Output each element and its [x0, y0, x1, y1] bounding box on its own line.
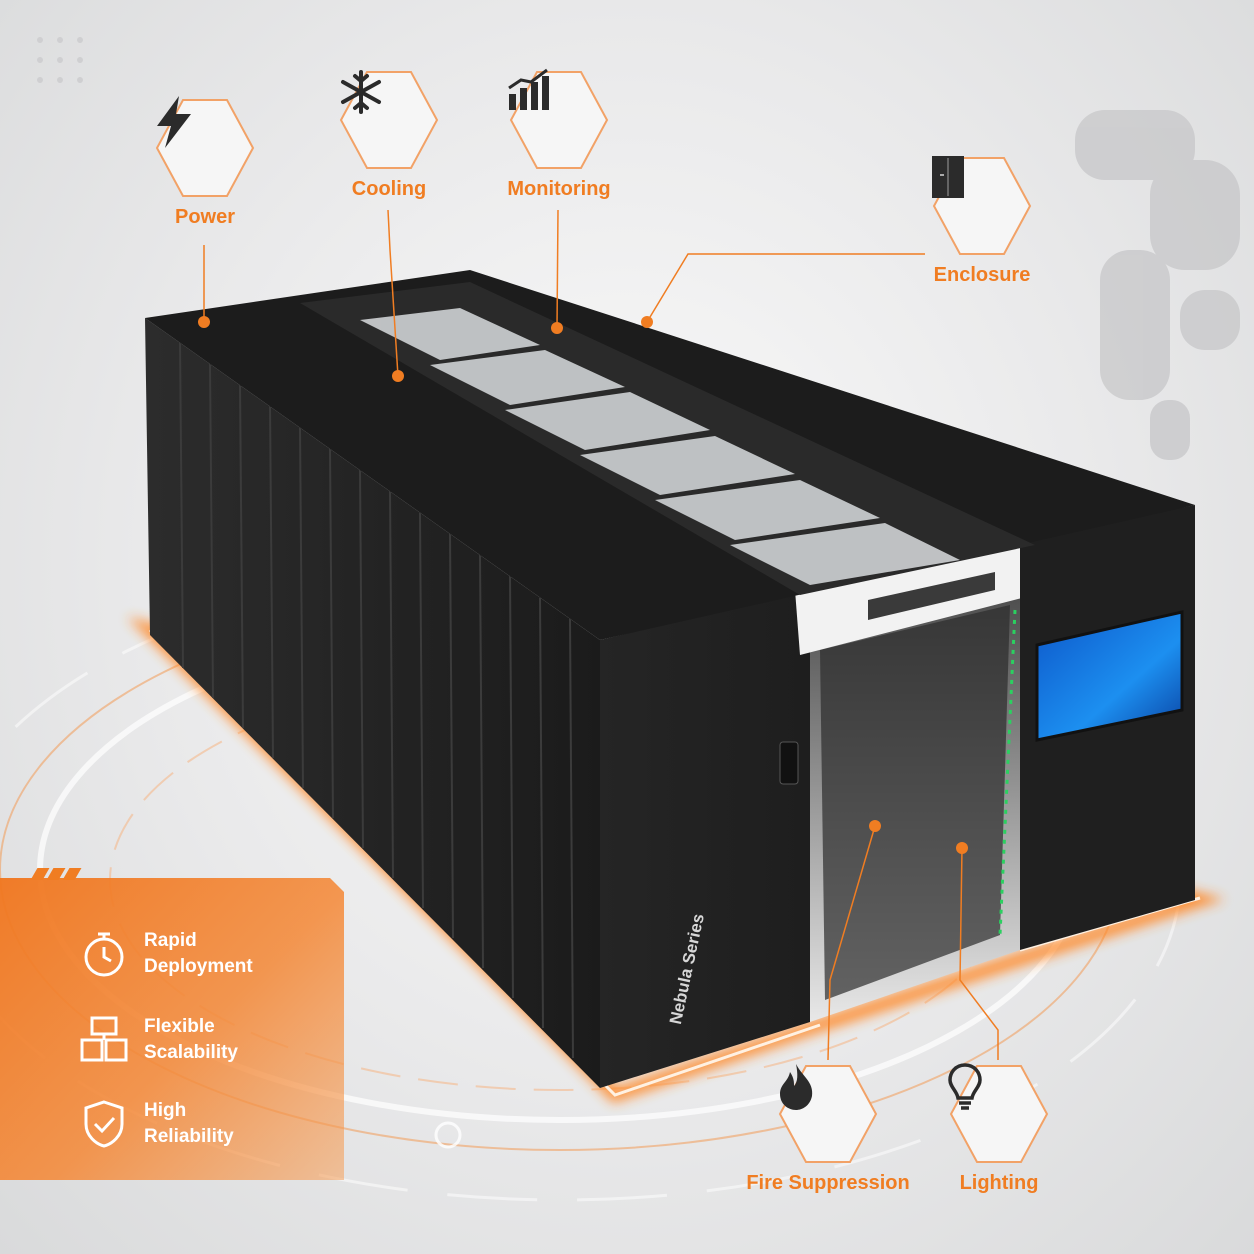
cabinet-front-right — [1020, 505, 1195, 950]
shield-check-icon — [78, 1098, 130, 1150]
cabinet-front-left — [600, 590, 810, 1088]
callout-lines — [203, 209, 999, 1061]
cabinet-icon — [930, 154, 1034, 258]
feature-lighting: Lighting — [944, 1062, 1054, 1195]
display-screen — [1035, 610, 1184, 742]
flame-icon — [776, 1062, 880, 1166]
feature-label: Power — [174, 206, 236, 228]
feature-enclosure: Enclosure — [922, 154, 1042, 287]
feature-monitoring: Monitoring — [504, 68, 614, 201]
benefit-line2: Reliability — [144, 1126, 234, 1147]
lightbulb-icon — [947, 1062, 1051, 1166]
hex-badge — [507, 68, 611, 172]
glass-panels — [360, 308, 960, 585]
access-control-panel — [779, 741, 799, 785]
feature-label: Fire Suppression — [746, 1172, 910, 1194]
benefit-line2: Scalability — [144, 1042, 238, 1063]
feature-cooling: Cooling — [334, 68, 444, 201]
background-dots — [37, 37, 83, 83]
feature-label: Monitoring — [507, 178, 611, 200]
lightning-icon — [153, 96, 257, 200]
door-vent — [868, 572, 995, 620]
snowflake-icon — [337, 68, 441, 172]
hex-badge — [337, 68, 441, 172]
benefit-line1: Rapid — [144, 930, 197, 951]
feature-label: Cooling — [351, 178, 427, 200]
benefit-line1: Flexible — [144, 1016, 215, 1037]
hex-badge — [776, 1062, 880, 1166]
stopwatch-icon — [78, 928, 130, 980]
world-map-dots — [1075, 110, 1240, 460]
benefit-line1: High — [144, 1100, 187, 1121]
feature-fire-suppression: Fire Suppression — [738, 1062, 918, 1195]
hex-badge — [153, 96, 257, 200]
hex-badge — [930, 154, 1034, 258]
hex-badge — [947, 1062, 1051, 1166]
bar-chart-icon — [507, 68, 611, 172]
feature-power: Power — [150, 96, 260, 229]
door-panels — [179, 342, 574, 1059]
panel-background — [0, 878, 344, 1180]
modules-icon — [78, 1014, 130, 1066]
cabinet-side — [145, 318, 600, 1088]
led-strip — [998, 609, 1017, 936]
feature-label: Enclosure — [933, 264, 1031, 286]
feature-label: Lighting — [959, 1172, 1039, 1194]
aisle-door — [820, 605, 1010, 1000]
benefit-line2: Deployment — [144, 956, 253, 977]
